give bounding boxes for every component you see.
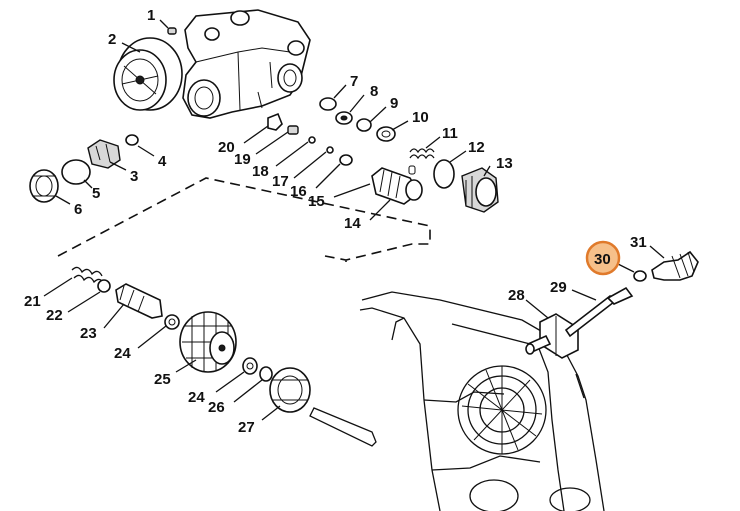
label-8: 8 <box>370 83 378 100</box>
part-28-bracket <box>525 313 579 359</box>
part-31-fitting <box>651 250 699 281</box>
part-17-ring <box>326 146 334 154</box>
part-24-washer-b <box>242 357 258 375</box>
part-25-gear-knob <box>179 311 237 373</box>
label-25: 25 <box>154 371 171 388</box>
label-19: 19 <box>234 151 251 168</box>
label-17: 17 <box>272 173 289 190</box>
hex-key <box>309 407 377 447</box>
part-6-cap <box>29 169 59 203</box>
label-5: 5 <box>92 185 100 202</box>
label-11: 11 <box>442 125 458 142</box>
part-16-oring <box>339 154 353 166</box>
part-4-oring <box>125 134 139 146</box>
pump-housing <box>182 9 311 119</box>
part-8-washer <box>335 111 353 125</box>
label-29: 29 <box>550 279 567 296</box>
assembly-boundary <box>57 177 431 262</box>
part-24-washer-a <box>164 314 180 330</box>
label-15: 15 <box>308 193 325 210</box>
part-2-gauge <box>113 37 183 111</box>
label-16: 16 <box>290 183 307 200</box>
leader-lines <box>43 19 665 421</box>
part-20-valve-stem <box>267 112 283 131</box>
part-27-nut <box>269 367 311 413</box>
label-13: 13 <box>496 155 513 172</box>
part-26-ring <box>259 366 273 382</box>
label-28: 28 <box>508 287 525 304</box>
label-26: 26 <box>208 399 225 416</box>
label-4: 4 <box>158 153 167 170</box>
label-31: 31 <box>630 234 647 251</box>
part-29-rod <box>564 294 616 338</box>
label-1: 1 <box>147 7 155 24</box>
part-3-fitting <box>87 139 121 169</box>
label-27: 27 <box>238 419 255 436</box>
part-11-spring <box>409 148 435 160</box>
label-14: 14 <box>344 215 361 232</box>
part-30-clip <box>606 270 647 305</box>
highlight-circle <box>585 240 621 276</box>
label-2: 2 <box>108 31 116 48</box>
part-18-ring <box>308 136 316 144</box>
label-18: 18 <box>252 163 269 180</box>
part-10-seat <box>376 126 396 142</box>
label-6: 6 <box>74 201 82 218</box>
part-19-screw <box>287 125 299 135</box>
part-labels: 1 2 3 4 5 6 7 8 9 10 11 12 13 14 15 16 1… <box>24 7 647 436</box>
part-23-oring <box>97 279 111 293</box>
part-13-plug <box>461 167 499 213</box>
part-1-pin <box>167 27 177 35</box>
label-3: 3 <box>130 168 138 185</box>
label-20: 20 <box>218 139 235 156</box>
part-7-oring <box>319 97 337 111</box>
part-22-plunger <box>115 283 163 319</box>
part-15-tag <box>408 165 416 175</box>
part-9-ball <box>356 118 372 132</box>
label-12: 12 <box>468 139 485 156</box>
label-9: 9 <box>390 95 398 112</box>
label-24a: 24 <box>114 345 131 362</box>
part-14-valve-body <box>371 167 423 205</box>
part-21-spring <box>71 266 105 285</box>
label-7: 7 <box>350 73 358 90</box>
label-30: 30 <box>594 251 611 268</box>
label-23: 22 <box>46 307 63 324</box>
part-12-oring <box>433 159 455 189</box>
label-21: 21 <box>24 293 41 310</box>
label-22: 23 <box>80 325 97 342</box>
part-5-oring <box>61 159 91 185</box>
label-24b: 24 <box>188 389 205 406</box>
label-10: 10 <box>412 109 429 126</box>
